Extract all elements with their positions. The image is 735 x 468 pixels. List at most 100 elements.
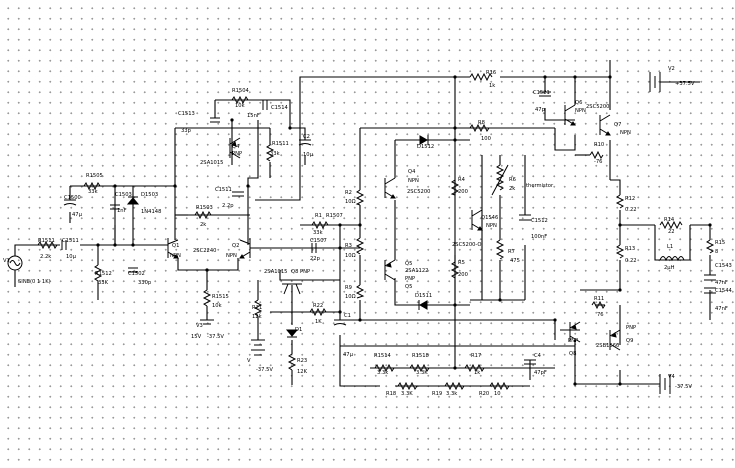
r1504-value: 10k xyxy=(235,103,245,109)
q4b-type: NPN xyxy=(408,178,419,184)
c1513-value: 33p xyxy=(181,128,192,134)
resistor-r1503-symbol xyxy=(194,210,212,220)
r19-value: 3.3k xyxy=(446,391,457,397)
r1515-value: 10k xyxy=(212,303,222,309)
q1-type: NPN xyxy=(170,253,181,259)
q4-part: 2SA1015 xyxy=(200,160,223,166)
transistor-q1-symbol xyxy=(167,238,179,259)
capacitor-c2-symbol xyxy=(298,139,312,146)
r1511b-name: R1511 xyxy=(272,141,289,147)
q8-pnp-label: PNP xyxy=(568,338,578,344)
resistor-r14-symbol xyxy=(659,220,683,230)
source-spec: SINE(0 1 1K) xyxy=(18,279,51,285)
q4-type: PNP xyxy=(232,151,242,157)
c1502-value: 330p xyxy=(138,280,152,286)
d1503-part: 1N4148 xyxy=(141,209,161,215)
r15-name: R15 xyxy=(715,240,725,246)
r4-name: R4 xyxy=(458,177,466,183)
q4b-part: 2SC5200 xyxy=(407,189,430,195)
d1511-name: D1511 xyxy=(415,293,432,299)
capacitor-c1513-symbol xyxy=(210,117,220,123)
c1-value: 47μ xyxy=(343,352,354,358)
r1514-value: 3.3k xyxy=(377,370,388,376)
resistor-r1504-symbol xyxy=(231,95,249,105)
v2b-value: -37.5V xyxy=(256,367,273,373)
capacitor-c1511b-symbol xyxy=(232,191,244,197)
resistor-r4-symbol xyxy=(450,179,460,196)
resistor-r12-symbol xyxy=(615,194,625,209)
v4-value: -37.5V xyxy=(675,384,692,390)
r4-value: 200 xyxy=(458,189,468,195)
resistor-r1505-symbol xyxy=(83,181,101,191)
capacitor-c1511-symbol xyxy=(61,240,67,250)
c1513-name: C1513 xyxy=(178,111,195,117)
resistor-r1512-symbol xyxy=(93,264,103,282)
r12-name: R12 xyxy=(625,196,635,202)
r1511-name: R1511 xyxy=(38,238,55,244)
r1512-value: 33K xyxy=(98,280,109,286)
resistor-r1b-symbol xyxy=(355,237,365,255)
r17-name: R17 xyxy=(471,353,481,359)
q5-id: Q5 xyxy=(405,284,412,290)
r10-name: R10 xyxy=(594,142,604,148)
r1505-value: 33k xyxy=(88,189,98,195)
resistor-r13-symbol xyxy=(615,244,625,259)
r1518-value: 3.3K xyxy=(416,370,428,376)
r5-value: 200 xyxy=(458,272,468,278)
resistor-r1518-symbol xyxy=(409,363,430,373)
resistor-r22-symbol xyxy=(309,307,327,317)
resistor-r5-symbol xyxy=(450,261,460,279)
q9-type: PNP xyxy=(626,325,636,331)
q6-name: Q6 xyxy=(575,100,582,106)
c1503-name: C1503 xyxy=(115,192,132,198)
v2-id: V2 xyxy=(668,66,675,72)
transistor-q6-symbol xyxy=(564,104,576,126)
c1514-name: C1514 xyxy=(271,105,289,111)
transistor-q9-symbol xyxy=(609,329,621,351)
r1514-name: R1514 xyxy=(374,353,392,359)
r19-name: R19 xyxy=(432,391,442,397)
battery-v4-symbol xyxy=(659,374,671,394)
r6-name: R6 xyxy=(509,177,516,183)
inductor-l1-symbol xyxy=(659,256,685,262)
c4-name: C4 xyxy=(534,353,542,359)
r23-name: R23 xyxy=(297,358,307,364)
capacitor-c1-symbol xyxy=(333,319,347,326)
battery-v2-symbol xyxy=(649,72,661,92)
q7-name: Q7 xyxy=(614,122,621,128)
q5-part: 2SA1122 xyxy=(405,268,428,274)
q5-name: Q5 xyxy=(405,261,412,267)
r6-value: 2k xyxy=(509,186,515,192)
capacitor-c1500-symbol xyxy=(63,199,77,206)
transistor-q1546-symbol xyxy=(471,209,483,231)
c1500-value: 47μ xyxy=(72,212,83,218)
v3-id: V3 xyxy=(196,323,203,329)
v2b-id: V xyxy=(247,358,251,364)
r7-name: R7 xyxy=(508,249,515,255)
junction-dots xyxy=(96,75,712,386)
resistor-r1-symbol xyxy=(311,220,329,230)
q2-type: NPN xyxy=(226,253,237,259)
q6-part: 2SC5200 xyxy=(586,104,609,110)
transistor-q7-symbol xyxy=(599,114,611,136)
c4-value: 47pF xyxy=(534,370,547,376)
c1521-value: 47p xyxy=(535,107,546,113)
c1514-value: 15nF xyxy=(247,113,260,119)
q4b-name: Q4 xyxy=(408,169,416,175)
resistor-r17-symbol xyxy=(464,363,485,373)
r1511-value: 2.2k xyxy=(40,254,51,260)
r8-name: R8 xyxy=(478,120,485,126)
q2-name: Q2 xyxy=(232,243,239,249)
q1546-part: 2SC5200-O xyxy=(452,242,482,248)
resistor-r1514-symbol xyxy=(374,363,395,373)
wires xyxy=(14,60,711,387)
resistor-r21-symbol xyxy=(253,299,263,317)
q1546-type: NPN xyxy=(486,223,497,229)
resistor-r1511-symbol xyxy=(37,240,58,250)
c1507-value: 22p xyxy=(310,256,321,262)
resistor-r1515-symbol xyxy=(202,289,212,307)
r21-value: 12k xyxy=(252,314,262,320)
c2-value: 10μ xyxy=(303,152,314,158)
r1-name: R1 xyxy=(315,213,322,219)
r1505-name: R1505 xyxy=(86,173,103,179)
